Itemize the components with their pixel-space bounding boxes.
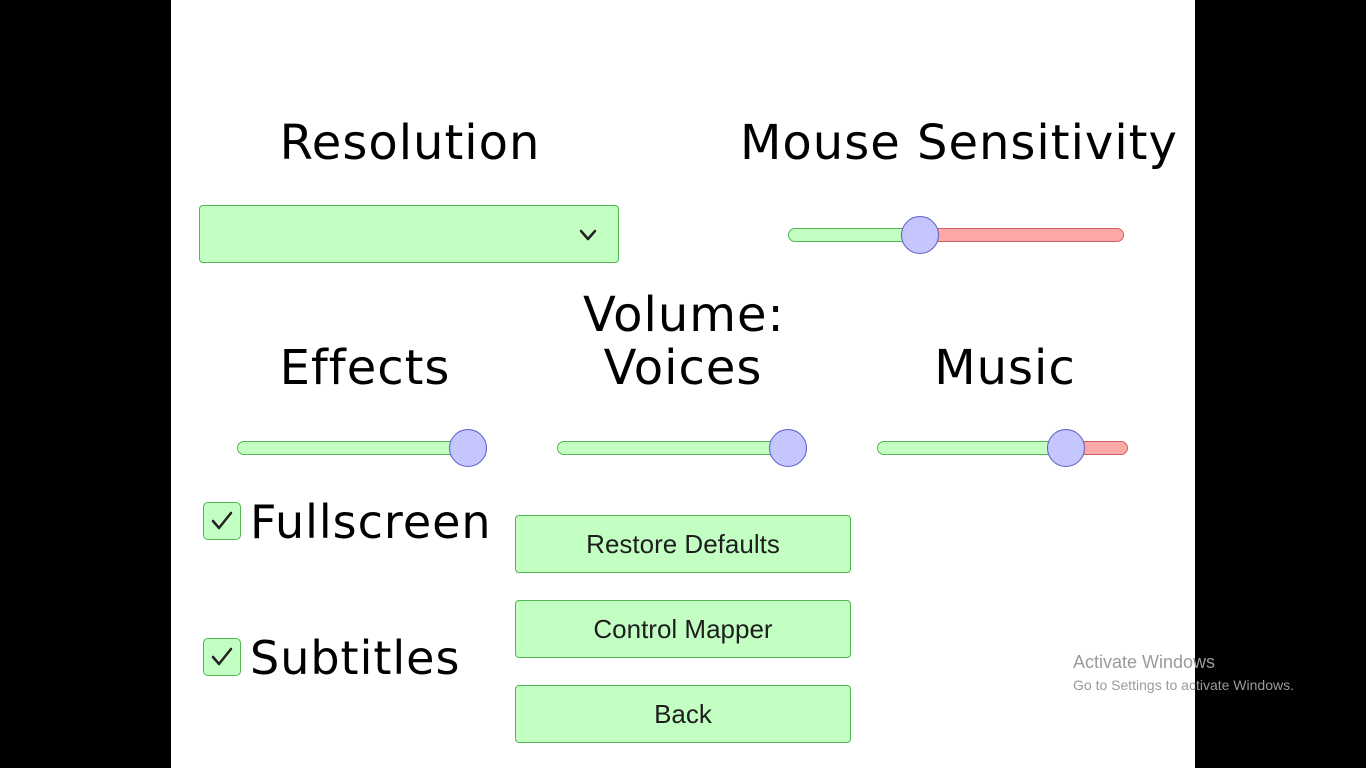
- slider-knob[interactable]: [769, 429, 807, 467]
- checkmark-icon: [211, 647, 233, 666]
- fullscreen-label: Fullscreen: [250, 495, 492, 549]
- mouse-sensitivity-slider[interactable]: [788, 216, 1124, 256]
- effects-volume-slider[interactable]: [237, 429, 487, 469]
- slider-remaining-track: [920, 228, 1124, 242]
- subtitles-checkbox[interactable]: [203, 638, 241, 676]
- effects-label: Effects: [279, 340, 451, 396]
- slider-filled-track: [877, 441, 1067, 455]
- resolution-dropdown[interactable]: [199, 205, 619, 263]
- volume-title: Volume:: [583, 287, 785, 343]
- slider-knob[interactable]: [1047, 429, 1086, 467]
- activate-windows-subtitle: Go to Settings to activate Windows.: [1073, 677, 1294, 693]
- control-mapper-button[interactable]: Control Mapper: [515, 600, 851, 658]
- mouse-sensitivity-label: Mouse Sensitivity: [740, 115, 1178, 171]
- voices-label: Voices: [603, 340, 763, 396]
- voices-volume-slider[interactable]: [557, 429, 807, 469]
- slider-knob[interactable]: [901, 216, 940, 254]
- chevron-down-icon: [579, 229, 597, 241]
- restore-defaults-button[interactable]: Restore Defaults: [515, 515, 851, 573]
- activate-windows-title: Activate Windows: [1073, 652, 1216, 672]
- music-label: Music: [934, 340, 1076, 396]
- resolution-label: Resolution: [279, 115, 541, 171]
- music-volume-slider[interactable]: [877, 429, 1128, 469]
- back-button[interactable]: Back: [515, 685, 851, 743]
- slider-knob[interactable]: [449, 429, 487, 467]
- checkmark-icon: [211, 511, 233, 530]
- fullscreen-checkbox[interactable]: [203, 502, 241, 540]
- subtitles-label: Subtitles: [250, 631, 461, 685]
